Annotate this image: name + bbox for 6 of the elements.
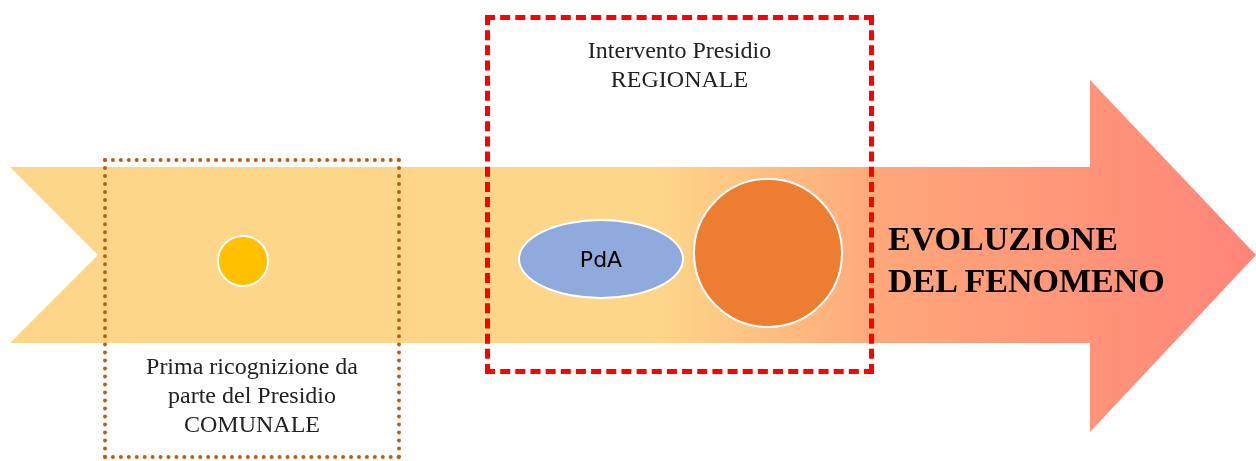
dashed-frame xyxy=(485,15,874,374)
frame-label: Intervento Presidio REGIONALE xyxy=(586,36,773,94)
frame-label: Prima ricognizione da parte del Presidio COMUNALE xyxy=(145,352,359,439)
dotted-frame xyxy=(103,158,401,459)
ellipse-label: PdA xyxy=(579,245,623,274)
arrow-label: EVOLUZIONE DEL FENOMENO xyxy=(888,219,1166,301)
